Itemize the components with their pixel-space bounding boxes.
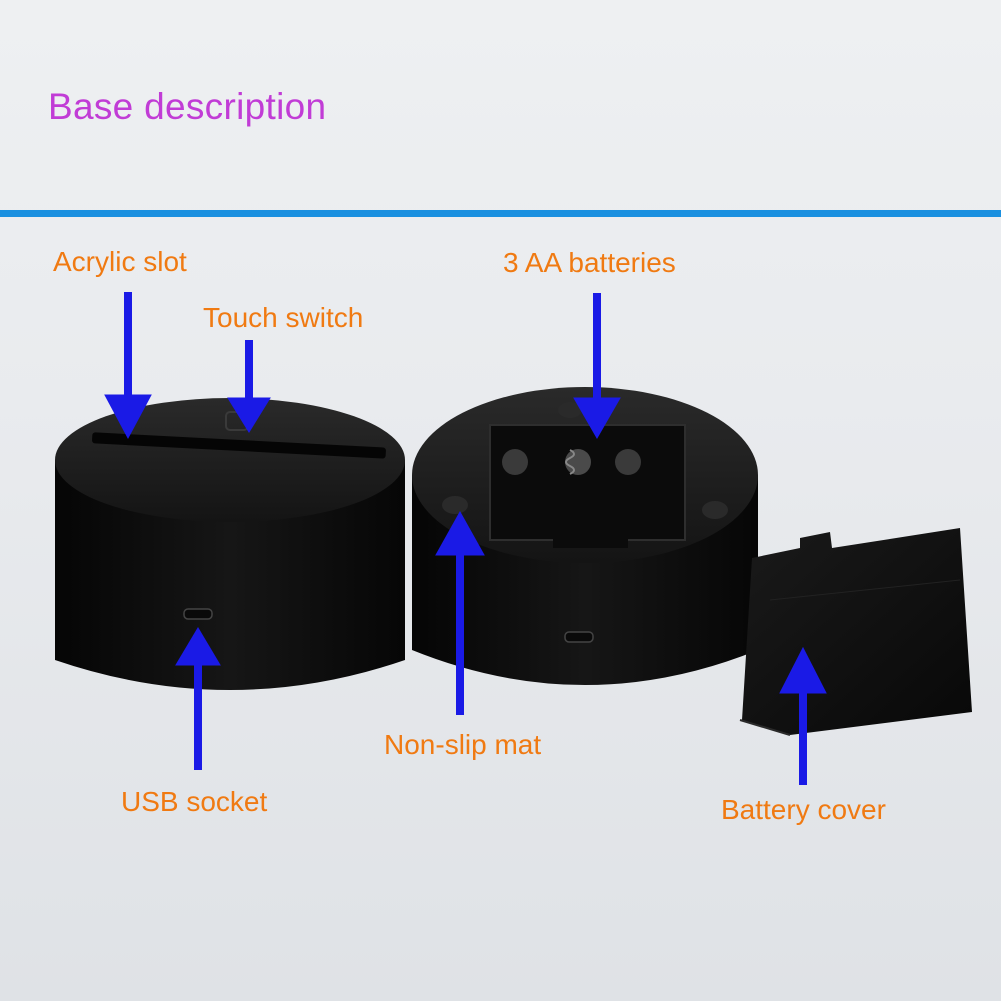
- label-aa-batteries: 3 AA batteries: [503, 247, 676, 278]
- label-battery-cover: Battery cover: [721, 794, 886, 825]
- non-slip-mat: [442, 496, 468, 514]
- page-title: Base description: [48, 86, 327, 127]
- usb-socket-right: [564, 631, 594, 643]
- label-non-slip-mat: Non-slip mat: [384, 729, 542, 760]
- annotation-arrows: [104, 292, 827, 785]
- acrylic-slot: [92, 432, 386, 459]
- battery-cover-panel: [739, 528, 972, 736]
- lamp-base-left: [55, 398, 405, 690]
- label-usb-socket: USB socket: [121, 786, 268, 817]
- divider-rule: [0, 210, 1001, 217]
- label-touch-switch: Touch switch: [203, 302, 364, 333]
- label-acrylic-slot: Acrylic slot: [53, 246, 187, 277]
- lamp-base-right: [412, 387, 758, 685]
- usb-socket: [183, 608, 213, 620]
- battery-compartment: [489, 424, 686, 541]
